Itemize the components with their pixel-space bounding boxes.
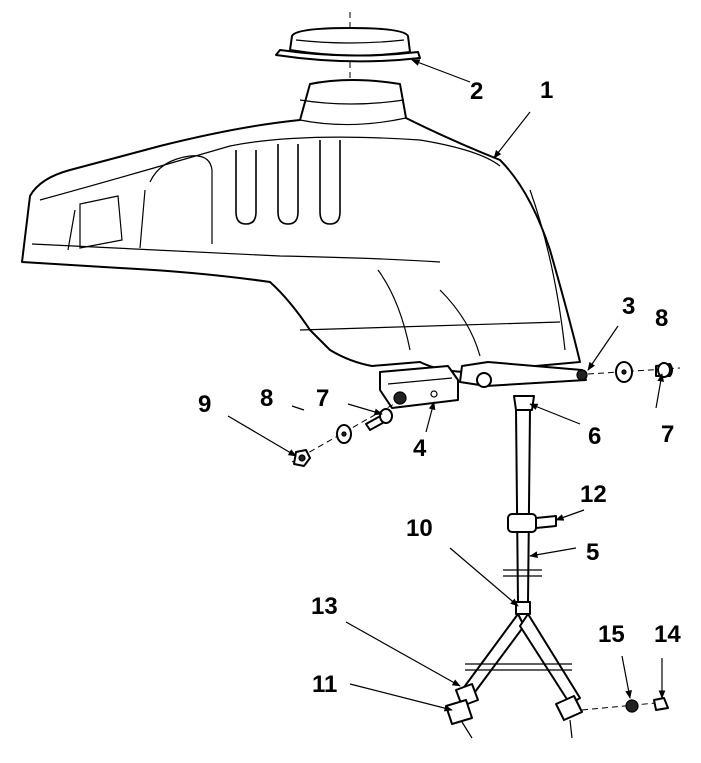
fuel-tank (21, 79, 581, 373)
callout-label: 7 (316, 385, 329, 412)
callout-label: 8 (655, 305, 668, 332)
left-mount-bracket (379, 365, 459, 409)
right-fuel-fitting (555, 695, 583, 739)
fuel-line-clamp (507, 513, 557, 533)
right-hardware-axis (587, 367, 681, 375)
callout-label: 4 (413, 435, 427, 462)
fuel-outlet-fitting (513, 395, 535, 411)
fuel-cap (275, 27, 421, 63)
right-bolt (655, 362, 673, 378)
callout-label: 14 (654, 621, 681, 648)
callout-label: 5 (586, 539, 599, 566)
callout-label: 1 (540, 77, 553, 104)
leader-lines (227, 59, 666, 712)
y-connector (461, 601, 581, 705)
callout-label: 10 (406, 515, 433, 542)
callout-label: 8 (260, 385, 273, 412)
callout-label: 9 (198, 391, 211, 418)
callout-label: 12 (580, 481, 607, 508)
callout-label: 15 (598, 621, 625, 648)
right-mount-bar (459, 361, 588, 388)
callout-label: 11 (312, 671, 337, 698)
right-fitting-axis (581, 701, 667, 711)
left-fuel-fitting (445, 683, 479, 739)
fuel-line (503, 409, 542, 603)
left-washer (336, 424, 352, 444)
small-washer (625, 699, 639, 713)
left-bolt (365, 408, 393, 431)
right-washer (615, 361, 633, 383)
callout-label: 13 (311, 593, 338, 620)
callout-label: 6 (588, 423, 601, 450)
small-bolt (653, 697, 669, 711)
left-nut (293, 449, 311, 467)
callout-label: 3 (622, 293, 635, 320)
callout-label: 7 (661, 421, 674, 448)
callout-label: 2 (470, 78, 483, 105)
